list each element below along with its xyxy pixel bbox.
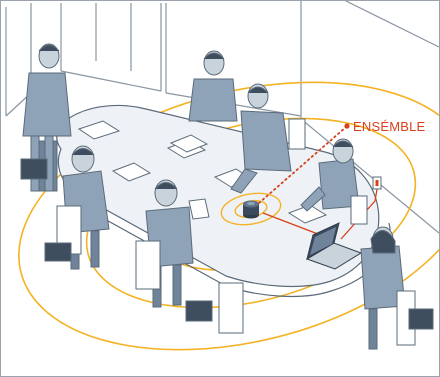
chair-back-right <box>288 118 306 150</box>
laptop-icon <box>305 222 363 270</box>
chair-right <box>350 195 368 225</box>
chair-front-mid <box>218 282 244 334</box>
briefcase-front <box>185 300 213 322</box>
callout-leader-line <box>258 126 347 204</box>
room-walls <box>5 1 439 234</box>
attendees <box>20 43 434 350</box>
callout-dot <box>344 123 350 129</box>
wall-outlet-icon <box>372 176 382 190</box>
chair-front-left <box>135 240 161 290</box>
briefcase-left <box>44 242 72 262</box>
attendee-back-center <box>188 50 238 122</box>
speaker-device-icon <box>243 200 259 219</box>
briefcase-right <box>408 308 434 330</box>
callout-label-ensemble: ENSÉMBLE <box>353 119 426 134</box>
coverage-ring-middle <box>85 117 417 309</box>
papers <box>77 120 328 224</box>
attendee-standing-right <box>230 83 292 194</box>
attendee-right <box>300 138 360 212</box>
briefcase <box>20 158 48 180</box>
